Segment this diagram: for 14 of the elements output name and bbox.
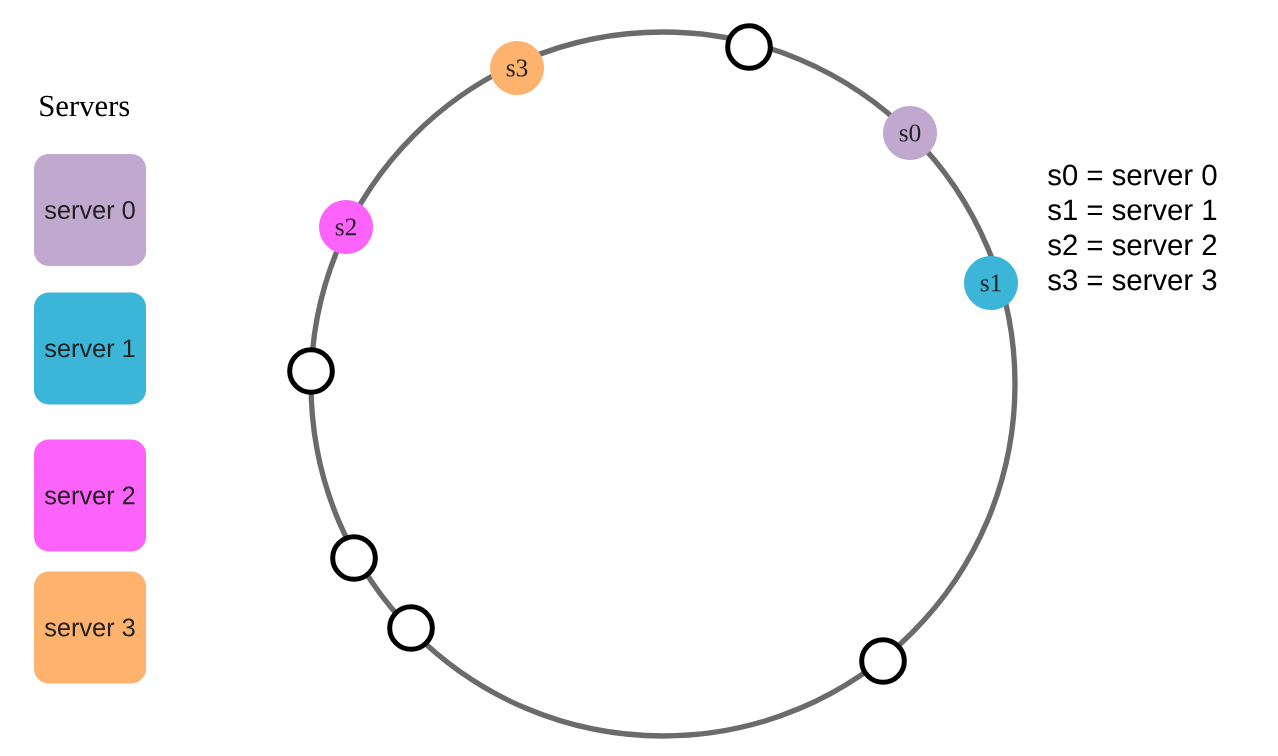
hollow-circle xyxy=(287,347,335,395)
server-box: server 2 xyxy=(34,439,146,552)
key-text: s0 = server 0 xyxy=(1048,164,1217,186)
hollow-circle xyxy=(387,604,435,652)
server-box: server 3 xyxy=(34,571,146,684)
hollow-circle xyxy=(330,534,378,582)
hollow-circle xyxy=(859,637,907,685)
server-box: server 1 xyxy=(34,292,146,405)
hollow-circle xyxy=(725,23,773,71)
server-box: server 0 xyxy=(34,154,146,266)
key-text: s1 = server 1 xyxy=(1048,199,1217,221)
key-text: s2 = server 2 xyxy=(1048,234,1217,256)
key-text: s3 = server 3 xyxy=(1048,269,1217,291)
heading: Servers xyxy=(40,95,130,117)
